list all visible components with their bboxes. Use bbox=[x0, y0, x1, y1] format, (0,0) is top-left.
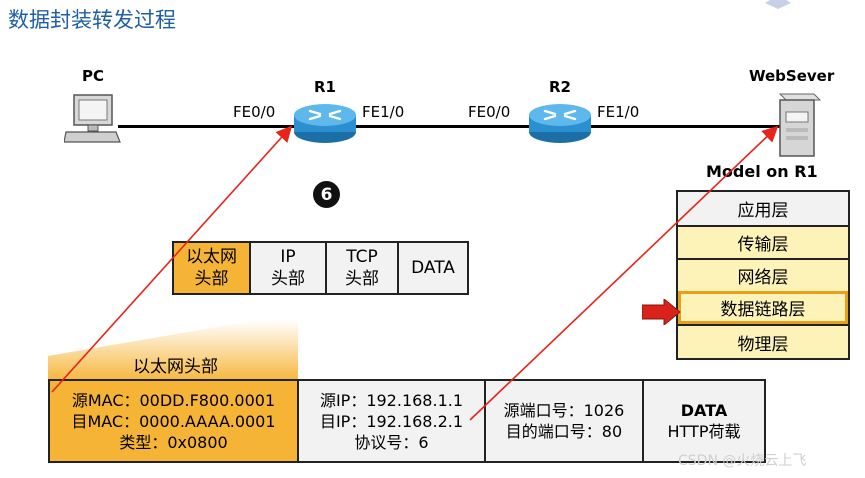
pc-label: PC bbox=[82, 67, 105, 85]
r2-fe10-label: FE1/0 bbox=[597, 103, 640, 121]
router-r1-icon bbox=[292, 100, 358, 150]
router-r2-icon bbox=[527, 100, 593, 150]
r2-label: R2 bbox=[549, 78, 571, 96]
detail-data-cell: DATA HTTP荷载 bbox=[642, 379, 766, 463]
pointer-arrow-icon bbox=[641, 297, 682, 329]
frame-tcp-header: TCP 头部 bbox=[325, 241, 399, 295]
layer-physical: 物理层 bbox=[678, 324, 848, 358]
protocol-number: 协议号：6 bbox=[354, 432, 429, 452]
data-title: DATA bbox=[680, 401, 728, 420]
frame-tcp-text: TCP 头部 bbox=[345, 247, 379, 289]
step-badge: 6 bbox=[313, 181, 340, 208]
page-title: 数据封装转发过程 bbox=[8, 8, 176, 32]
r2-fe00-label: FE0/0 bbox=[468, 103, 511, 121]
r1-label: R1 bbox=[314, 78, 336, 96]
detail-label: 以太网头部 bbox=[133, 357, 218, 377]
frame-data: DATA bbox=[397, 241, 469, 295]
layer-transport: 传输层 bbox=[678, 225, 848, 258]
layer-application: 应用层 bbox=[678, 192, 848, 225]
network-link bbox=[118, 125, 780, 128]
arrow-to-r1 bbox=[51, 125, 293, 393]
server-label: WebSever bbox=[749, 67, 835, 85]
frame-ip-text: IP 头部 bbox=[271, 247, 305, 289]
src-mac: 源MAC：00DD.F800.0001 bbox=[71, 390, 276, 410]
layer-datalink: 数据链路层 bbox=[678, 291, 848, 324]
logo-icon bbox=[765, 0, 791, 9]
watermark: CSDN @火烧云上飞 bbox=[678, 453, 807, 469]
layer-network: 网络层 bbox=[678, 258, 848, 291]
frame-eth-text: 以太网 头部 bbox=[186, 247, 237, 289]
arrow-to-server bbox=[469, 125, 779, 421]
frame-ip-header: IP 头部 bbox=[249, 241, 327, 295]
detail-eth-cell: 源MAC：00DD.F800.0001 目MAC：0000.AAAA.0001 … bbox=[48, 379, 299, 463]
src-ip: 源IP：192.168.1.1 bbox=[319, 390, 464, 410]
dst-ip: 目IP：192.168.2.1 bbox=[319, 411, 464, 431]
pc-icon bbox=[63, 92, 122, 152]
model-title: Model on R1 bbox=[706, 162, 818, 181]
osi-model-stack: 应用层 传输层 网络层 数据链路层 物理层 bbox=[676, 190, 850, 360]
dst-port: 目的端口号：80 bbox=[505, 422, 623, 441]
r1-fe10-label: FE1/0 bbox=[362, 103, 405, 121]
dst-mac: 目MAC：0000.AAAA.0001 bbox=[71, 411, 276, 431]
r1-fe00-label: FE0/0 bbox=[233, 103, 276, 121]
server-icon bbox=[774, 90, 822, 164]
src-port: 源端口号：1026 bbox=[503, 401, 625, 420]
data-payload: HTTP荷载 bbox=[667, 422, 741, 441]
step-number: 6 bbox=[320, 184, 333, 205]
frame-data-text: DATA bbox=[411, 258, 455, 278]
eth-type: 类型：0x0800 bbox=[119, 432, 228, 452]
